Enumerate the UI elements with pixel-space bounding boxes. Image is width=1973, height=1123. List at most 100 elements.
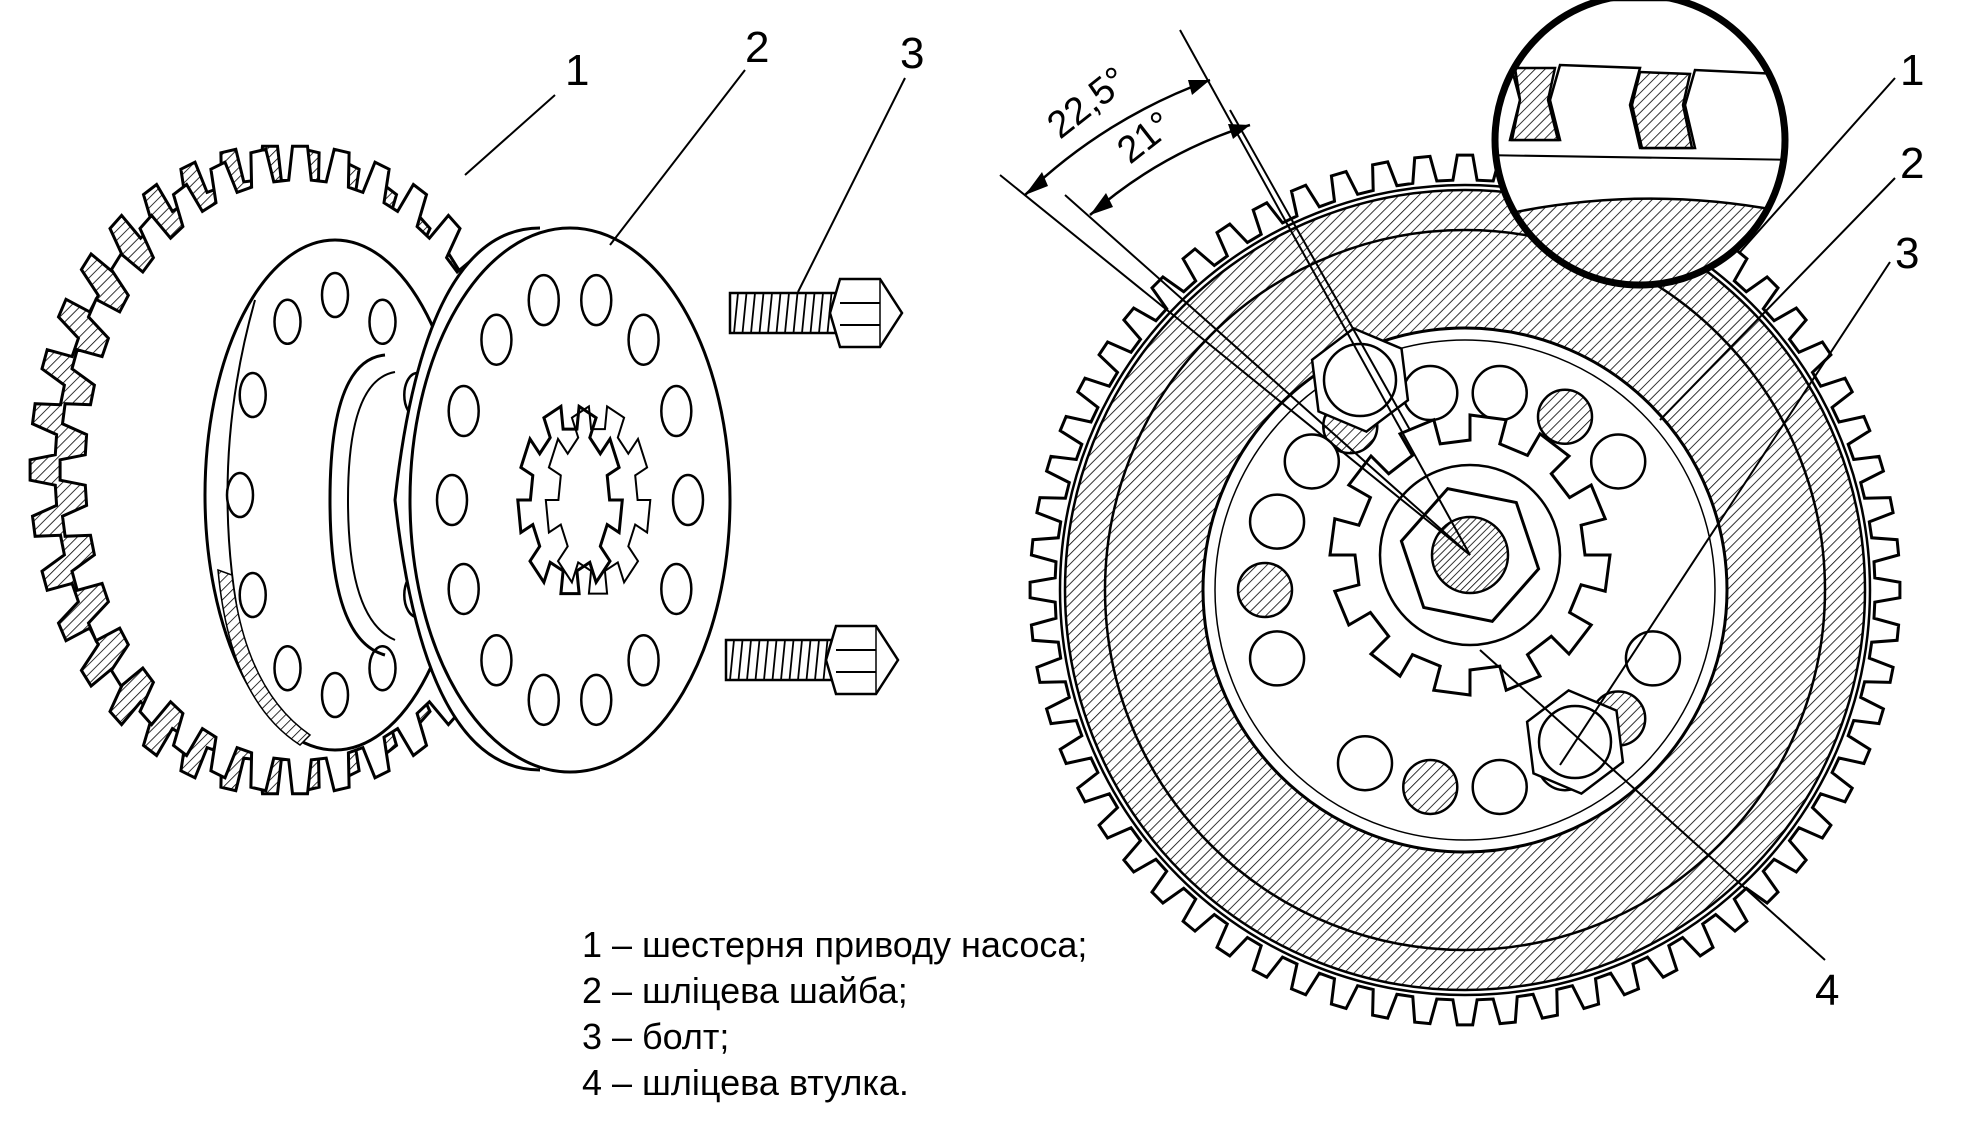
bolt-thread	[750, 292, 756, 334]
leader-right-2	[1659, 177, 1896, 421]
bolt-thread	[788, 639, 795, 681]
leader-right-3	[1559, 261, 1891, 766]
leader-left-2	[609, 69, 746, 246]
washer-hole	[580, 273, 613, 327]
angle-line-22-5	[999, 174, 1471, 556]
legend-item-2: 2 – шліцева шайба;	[582, 970, 908, 1011]
gear-shaft	[328, 353, 386, 657]
angle-line-ref-2	[1229, 109, 1411, 431]
bolt-thread	[797, 639, 803, 681]
callout-right-1: 1	[1900, 46, 1924, 95]
bolt-thread	[733, 292, 739, 334]
bolt-thread	[814, 639, 820, 681]
hub-hole	[238, 371, 267, 419]
washer-spline-bore	[516, 403, 624, 596]
washer-hole	[627, 313, 660, 366]
hub-hole	[273, 298, 302, 346]
bolt-thread	[780, 639, 786, 681]
hub-hole	[273, 644, 302, 692]
bolt-thread	[801, 292, 807, 334]
gear-hub-rim-shade	[217, 568, 312, 746]
angle-label-21: 21°	[1110, 104, 1181, 172]
bolt-thread	[818, 292, 824, 334]
bolt-thread	[792, 292, 799, 334]
callout-right-4: 4	[1815, 966, 1839, 1015]
arrowhead-21-b	[1228, 124, 1250, 139]
washer-hole	[435, 473, 469, 527]
angle-line-21	[1064, 194, 1471, 556]
callout-left-1: 1	[565, 46, 589, 95]
bolt-thread	[775, 292, 782, 334]
washer-hole	[660, 562, 693, 616]
front-hole	[1236, 561, 1294, 619]
callout-right-2: 2	[1900, 139, 1924, 188]
front-bolt-upper	[1310, 326, 1410, 434]
bolt-thread	[758, 292, 765, 334]
washer-holes	[435, 273, 705, 727]
front-hole	[1402, 364, 1459, 422]
bolt-thread	[741, 292, 748, 334]
legend-item-4: 4 – шліцева втулка.	[582, 1062, 909, 1103]
callout-left-3: 3	[900, 29, 924, 78]
leader-right-4	[1479, 649, 1826, 961]
detail-magnifier	[1491, 0, 1789, 289]
front-hole	[1471, 364, 1528, 422]
front-hole	[1248, 630, 1306, 687]
front-hole	[1402, 758, 1459, 816]
leader-left-1	[464, 94, 556, 176]
front-hole	[1536, 388, 1594, 446]
washer-hole	[447, 384, 480, 438]
washer-hole	[527, 273, 560, 327]
washer-hole	[627, 634, 660, 687]
front-view: 22,5° 21° 1 2 3 4	[999, 0, 1924, 1027]
washer-hole	[480, 313, 513, 366]
legend: 1 – шестерня приводу насоса; 2 – шліцева…	[582, 922, 1087, 1106]
arrowhead-22-5-b	[1188, 80, 1210, 95]
front-hole	[1336, 734, 1394, 792]
front-hole	[1283, 433, 1341, 490]
callout-left-2: 2	[745, 23, 769, 72]
arrowhead-21-a	[1090, 193, 1113, 215]
washer-hole	[671, 473, 705, 527]
front-hole	[1624, 630, 1682, 687]
bolt-thread	[809, 292, 816, 334]
washer-hole	[527, 673, 560, 727]
washer-hole	[480, 634, 513, 687]
bolt-thread	[754, 639, 761, 681]
washer-hole	[660, 384, 693, 438]
front-hole	[1471, 758, 1528, 816]
washer-hole	[447, 562, 480, 616]
washer-hole	[580, 673, 613, 727]
leader-right-1	[1739, 77, 1896, 253]
legend-item-1: 1 – шестерня приводу насоса;	[582, 924, 1088, 965]
bolt-thread	[771, 639, 778, 681]
hub-hole	[225, 471, 255, 519]
hub-hole	[320, 671, 350, 719]
bolt-thread	[737, 639, 744, 681]
hub-hole	[368, 644, 397, 692]
bolt-upper	[728, 277, 904, 349]
hub-hole	[238, 571, 267, 619]
angle-line-ref	[1179, 29, 1471, 556]
front-hole	[1589, 433, 1647, 490]
leader-left-3	[797, 77, 906, 293]
bolt-thread	[784, 292, 790, 334]
gear-shaft-inner	[346, 371, 396, 641]
hub-hole	[320, 271, 350, 319]
bolt-lower	[724, 624, 900, 696]
bolt-thread	[729, 639, 735, 681]
spline-bush-inner	[1378, 463, 1562, 647]
bolt-thread	[763, 639, 769, 681]
bolt-thread	[767, 292, 773, 334]
hub-hole	[368, 298, 397, 346]
arrowhead-22-5-a	[1025, 172, 1048, 195]
bolt-thread	[746, 639, 752, 681]
front-hole	[1248, 493, 1306, 550]
callout-right-3: 3	[1895, 229, 1919, 278]
washer-spline-bore-depth	[544, 404, 652, 595]
bolt-thread	[805, 639, 812, 681]
legend-item-3: 3 – болт;	[582, 1016, 730, 1057]
exploded-view: 1 2 3	[28, 23, 924, 796]
gear-inner-edge	[1103, 228, 1827, 952]
